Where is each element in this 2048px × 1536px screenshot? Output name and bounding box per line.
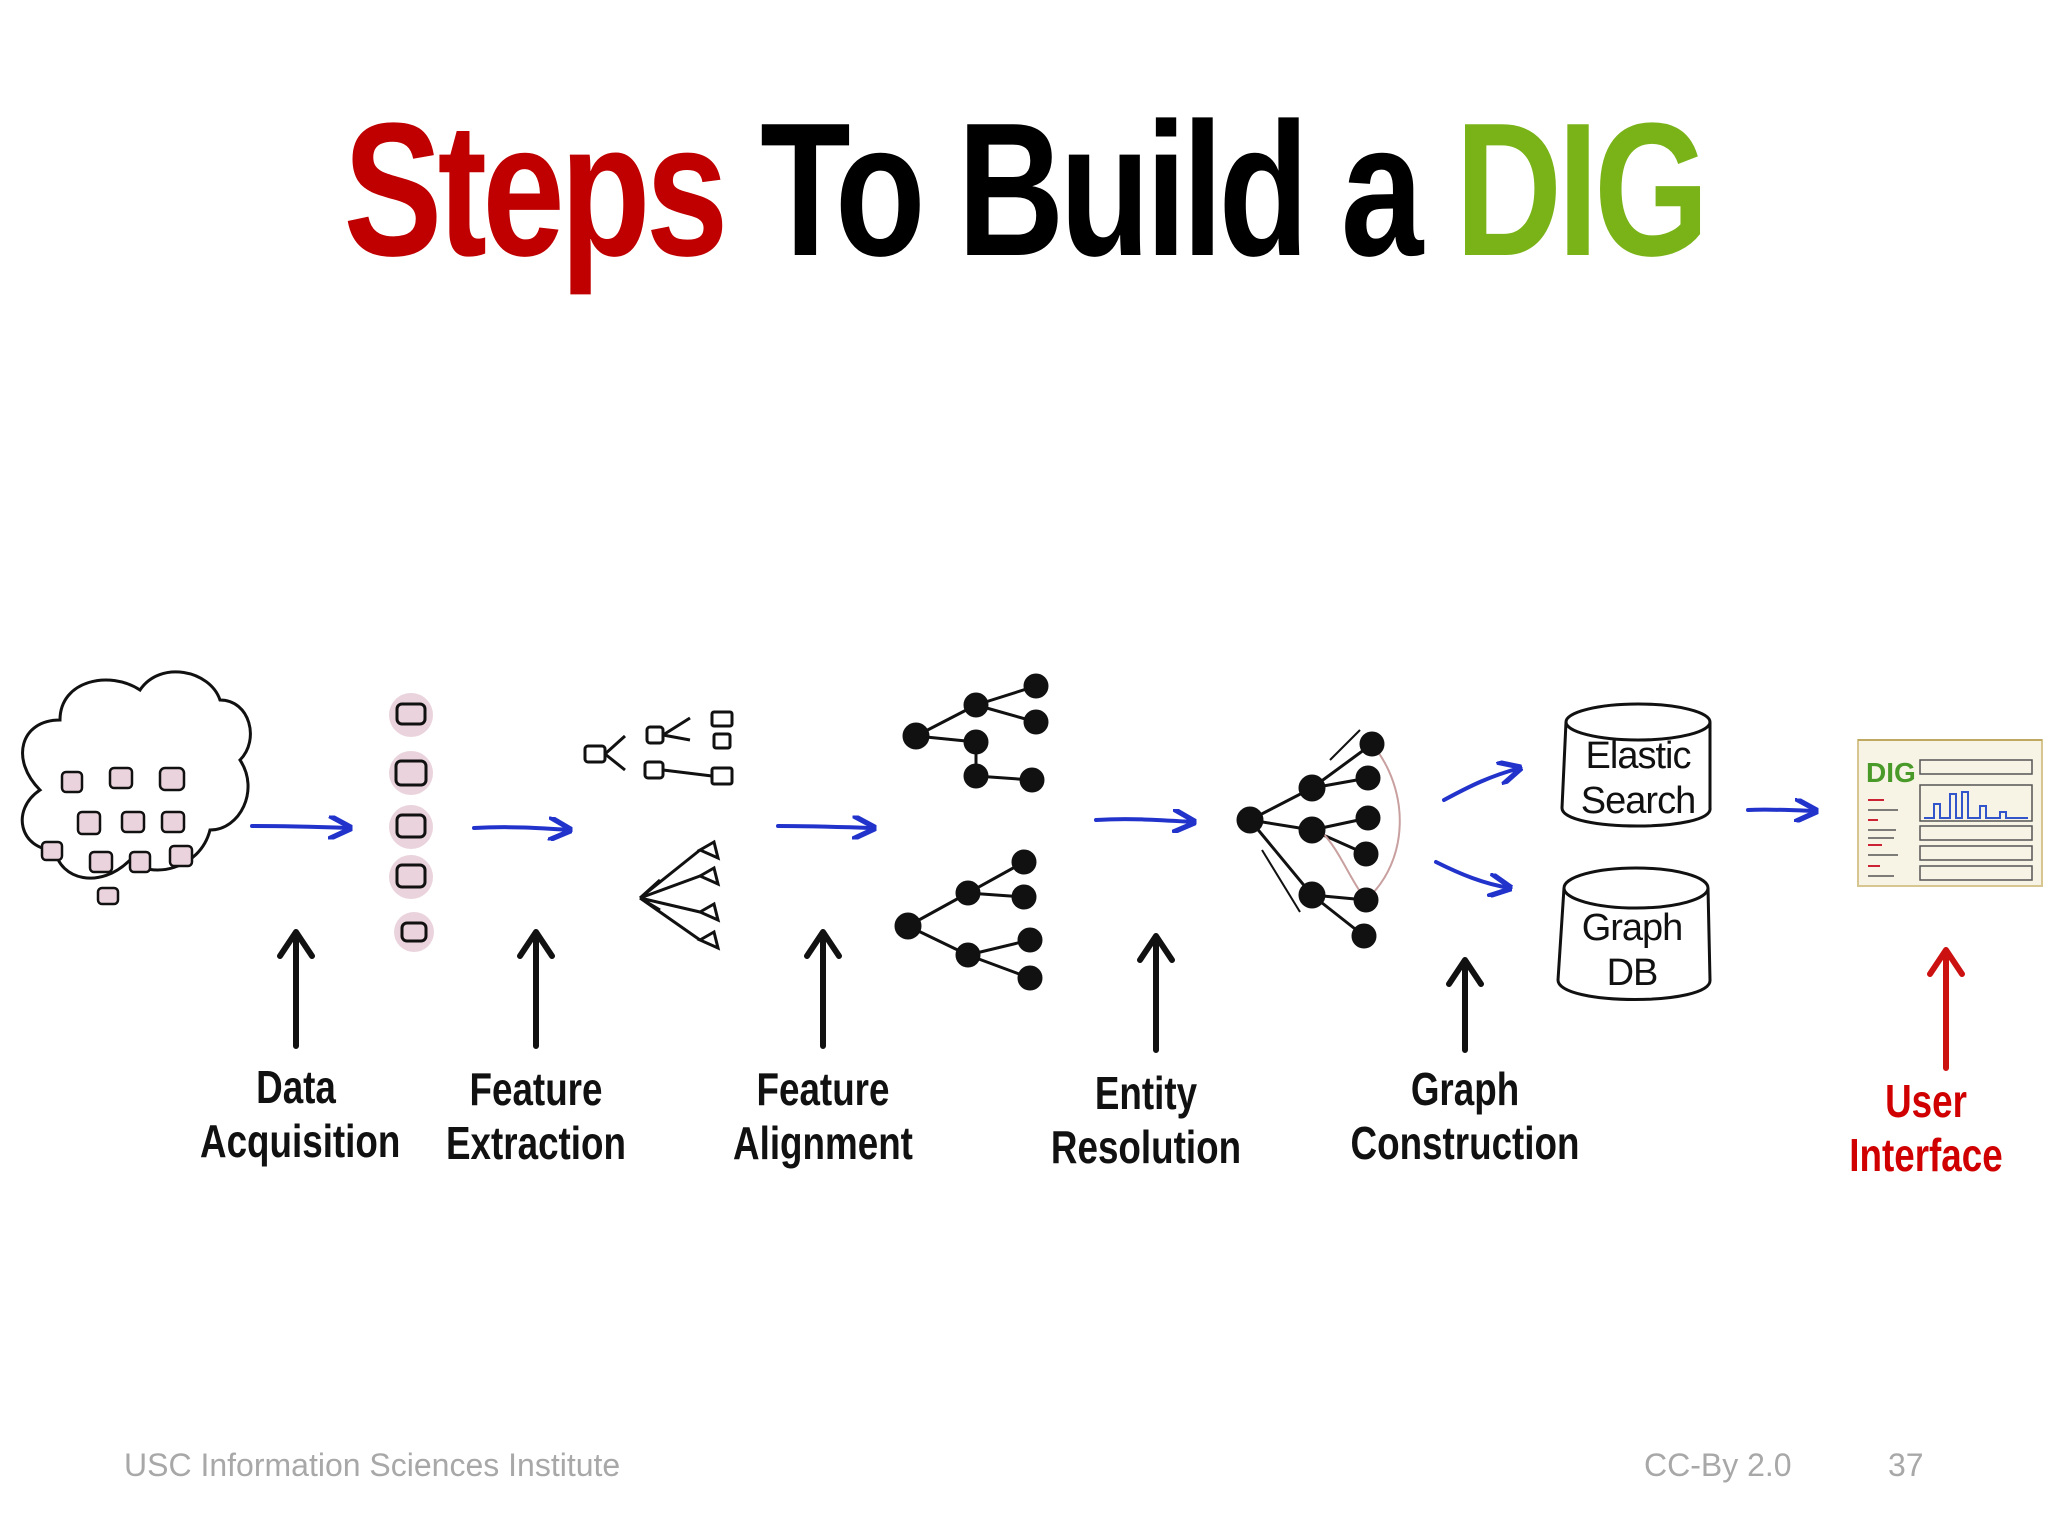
footer-page-number: 37	[1888, 1447, 1924, 1483]
elastic-search-label: Elastic Search	[1580, 735, 1696, 822]
flow-arrows	[250, 768, 1816, 888]
data-cloud-icon	[20, 670, 252, 906]
user-interface-sketch-icon: DIG	[1857, 739, 2043, 887]
flow-arrow-6	[1434, 860, 1510, 888]
flow-arrow-5	[1442, 768, 1520, 802]
slide-title: Steps To Build a DIG	[225, 95, 1822, 285]
graph-db-label: Graph DB	[1581, 907, 1684, 994]
pointer-arrow-data-acquisition	[277, 929, 315, 1049]
pointer-arrow-user-interface	[1927, 947, 1965, 1071]
title-steps: Steps	[343, 84, 728, 296]
step-label-entity-resolution: Entity Resolution	[1050, 1067, 1242, 1174]
elastic-search-db-icon	[1560, 702, 1712, 828]
pointer-arrow-feature-alignment	[804, 929, 842, 1049]
step-label-feature-extraction: Feature Extraction	[446, 1063, 626, 1170]
graph-db-icon	[1556, 866, 1712, 1001]
resolved-graph-icon	[1236, 729, 1401, 949]
ui-sketch-logo: DIG	[1866, 757, 1916, 788]
footer-institute: USC Information Sciences Institute	[124, 1447, 621, 1483]
pointer-arrow-entity-resolution	[1137, 933, 1175, 1053]
title-dig: DIG	[1455, 84, 1709, 296]
flow-arrow-3	[776, 826, 874, 828]
flow-arrow-1	[250, 826, 350, 828]
title-middle: To Build a	[760, 84, 1423, 296]
pointer-arrows	[277, 929, 1965, 1071]
step-label-data-acquisition: Data Acquisition	[200, 1061, 401, 1168]
step-label-feature-alignment: Feature Alignment	[733, 1063, 913, 1170]
feature-trees-icon	[583, 710, 734, 951]
document-list-icon	[389, 693, 434, 952]
flow-arrow-2	[472, 827, 570, 830]
aligned-trees-icon	[894, 673, 1049, 991]
flow-arrow-7	[1746, 810, 1816, 811]
flow-arrow-4	[1094, 819, 1194, 822]
step-label-graph-construction: Graph Construction	[1350, 1063, 1580, 1170]
pointer-arrow-feature-extraction	[517, 929, 555, 1049]
step-label-user-interface: User Interface	[1849, 1075, 2003, 1182]
pointer-arrow-graph-construction	[1446, 957, 1484, 1053]
footer-license: CC-By 2.0	[1644, 1447, 1792, 1483]
